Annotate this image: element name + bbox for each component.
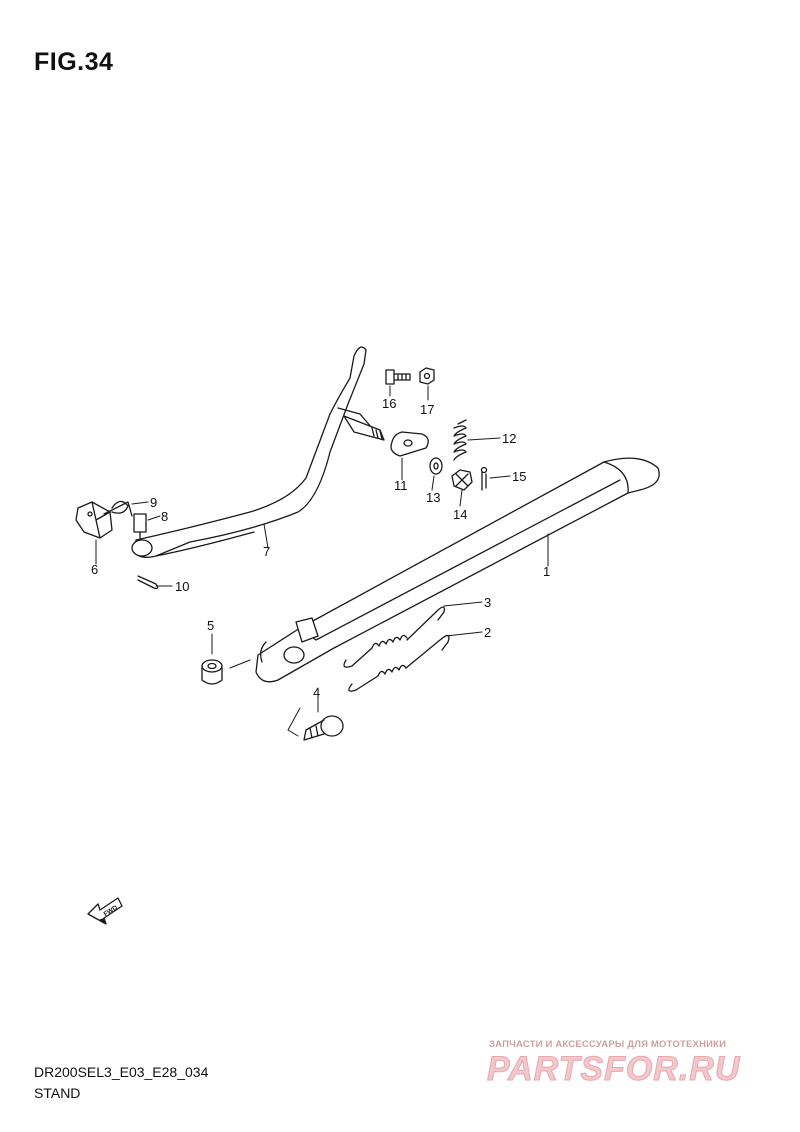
part-bolt-16 xyxy=(385,369,411,385)
watermark-brand: PARTSFOR.RU xyxy=(486,1050,741,1089)
callout-14: 14 xyxy=(453,507,467,522)
callout-12: 12 xyxy=(502,431,516,446)
part-bolt-4 xyxy=(287,707,344,741)
part-spring-3 xyxy=(343,606,445,668)
callout-10: 10 xyxy=(175,579,189,594)
part-washer-13 xyxy=(429,457,443,475)
callout-2: 2 xyxy=(484,625,491,640)
watermark-tagline: ЗАПЧАСТИ И АКСЕССУАРЫ ДЛЯ МОТОТЕХНИКИ xyxy=(489,1039,727,1050)
figure-name: STAND xyxy=(34,1085,81,1101)
callout-17: 17 xyxy=(420,402,434,417)
figure-title: FIG.34 xyxy=(34,48,114,76)
part-nut-17 xyxy=(419,367,435,385)
callout-13: 13 xyxy=(426,490,440,505)
callout-6: 6 xyxy=(91,562,98,577)
part-side-stand xyxy=(255,457,660,683)
part-bracket-6 xyxy=(75,501,113,539)
callout-7: 7 xyxy=(263,544,270,559)
part-cotter-pin-15 xyxy=(480,466,488,491)
callout-1: 1 xyxy=(543,564,550,579)
callout-16: 16 xyxy=(382,396,396,411)
callout-4: 4 xyxy=(313,685,320,700)
part-spring-2 xyxy=(348,634,450,692)
callout-11: 11 xyxy=(394,478,408,493)
part-plate-11 xyxy=(390,431,429,457)
part-collar-5 xyxy=(201,659,223,685)
part-spring-12 xyxy=(453,419,467,461)
callout-5: 5 xyxy=(207,618,214,633)
figure-code: DR200SEL3_E03_E28_034 xyxy=(34,1064,209,1080)
callout-8: 8 xyxy=(161,509,168,524)
part-cotter-pin-10 xyxy=(137,575,159,590)
callout-labels: 1 2 3 4 5 6 7 8 9 10 11 12 13 14 15 16 1… xyxy=(91,396,550,700)
part-nut-14 xyxy=(451,469,473,491)
forward-arrow-icon: FWD xyxy=(87,897,123,925)
callout-leaders xyxy=(95,385,549,713)
callout-3: 3 xyxy=(484,595,491,610)
part-clip-9 xyxy=(103,500,133,517)
part-brake-pedal-7 xyxy=(131,346,385,558)
callout-15: 15 xyxy=(512,469,526,484)
part-pin-8 xyxy=(133,513,147,539)
callout-9: 9 xyxy=(150,495,157,510)
